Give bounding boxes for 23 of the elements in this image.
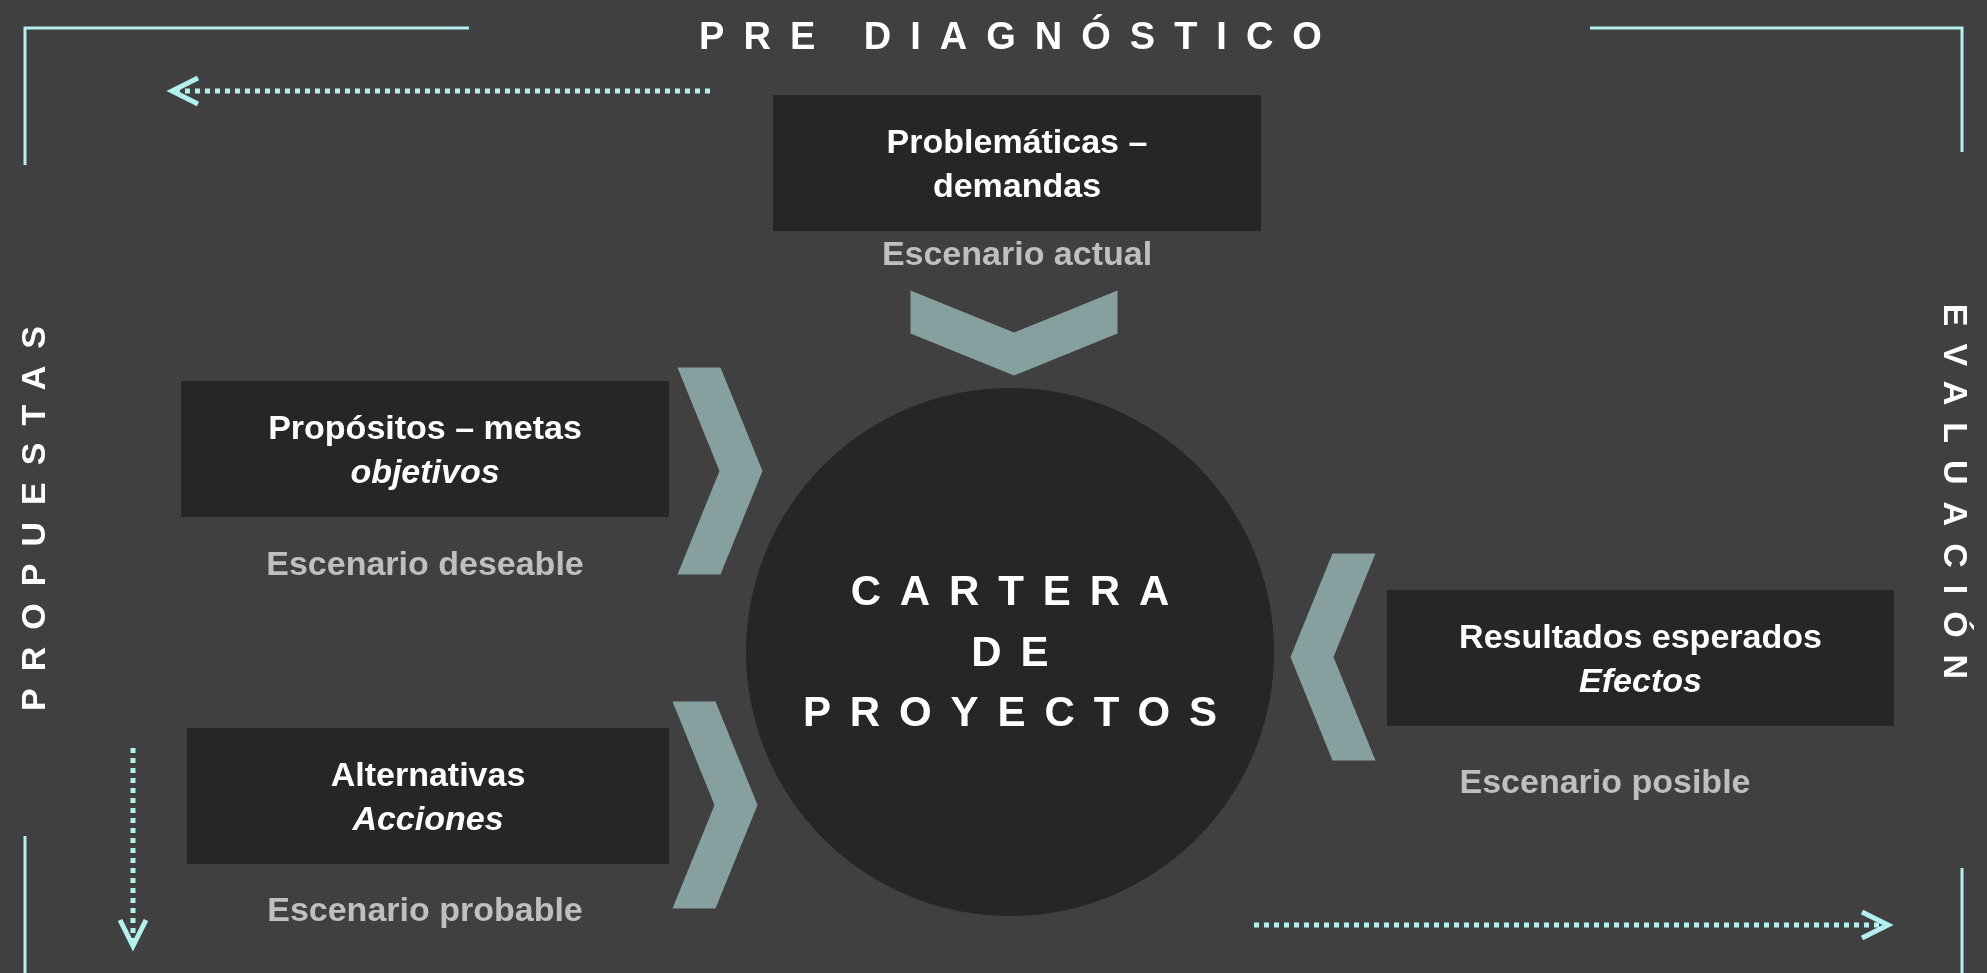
scenario-caption: Escenario probable [266,889,584,930]
box-subheading: Acciones [351,798,505,839]
circle-title: CARTERA DE PROYECTOS [801,565,1237,738]
box-subheading: objetivos [349,451,501,492]
scenario-caption: Escenario posible [1458,761,1752,802]
side-label: PROPUESTAS [12,309,53,711]
scenario-caption: Escenario deseable [265,543,585,584]
box-heading: Alternativas [329,753,527,795]
text-box [773,95,1261,231]
box-heading: Resultados esperados [1458,615,1823,657]
text-box [187,728,669,864]
text-box [1387,590,1894,726]
chevron-arrow [910,290,1118,376]
chevron-arrow [672,701,758,909]
chevron-arrow [1290,553,1376,761]
box-heading: Propósitos – metas [267,406,583,448]
scenario-caption: Escenario actual [880,233,1154,274]
side-label: EVALUACIÓN [1935,303,1976,697]
title: PRE DIAGNÓSTICO [698,13,1342,59]
text-box [181,381,669,517]
chevron-arrow [677,367,763,575]
box-subheading: Efectos [1578,660,1703,701]
box-heading: Problemáticas – demandas [885,120,1149,206]
